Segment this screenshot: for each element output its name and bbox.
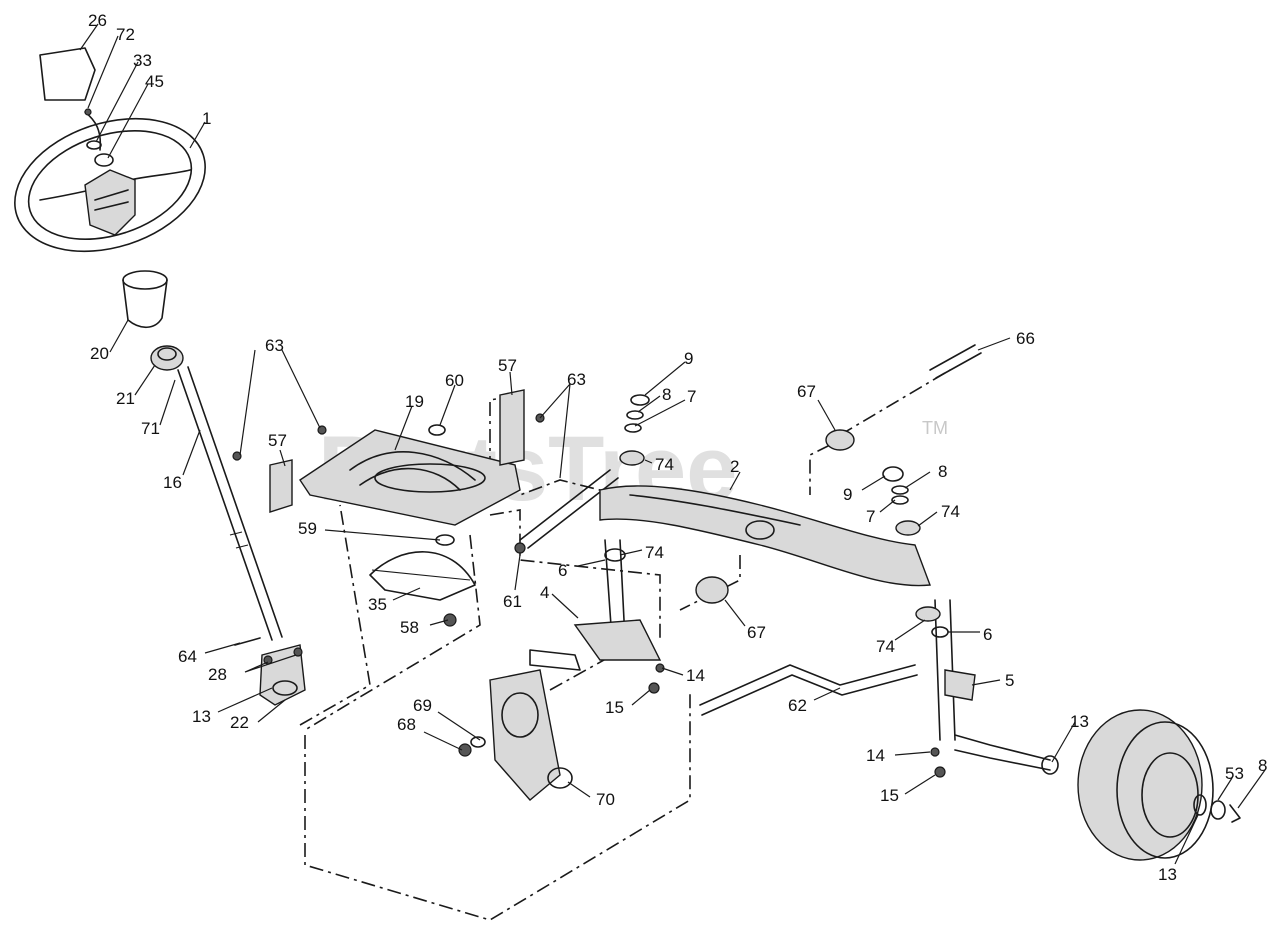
callout-7-upper: 7 — [687, 387, 696, 406]
callout-5: 5 — [1005, 671, 1014, 690]
axle-bushing-upper — [825, 429, 855, 451]
steering-plate — [458, 669, 573, 801]
callout-66: 66 — [1016, 329, 1035, 348]
front-wheel — [1077, 709, 1241, 861]
callouts: 26 72 33 45 1 20 21 71 16 63 57 19 60 57… — [88, 11, 1267, 884]
callout-13-left: 13 — [192, 707, 211, 726]
sector-gear — [369, 551, 476, 601]
column-boot — [122, 270, 168, 329]
callout-70: 70 — [596, 790, 615, 809]
callout-8-right: 8 — [938, 462, 947, 481]
bracket-57-left — [269, 459, 293, 513]
callout-26: 26 — [88, 11, 107, 30]
steering-support-plate — [299, 429, 521, 526]
spindle-washers-right — [882, 466, 1059, 778]
callout-74-lower-right: 74 — [876, 637, 895, 656]
spindle-washers-left — [604, 394, 665, 694]
callout-68: 68 — [397, 715, 416, 734]
callout-59: 59 — [298, 519, 317, 538]
callout-63-left: 63 — [265, 336, 284, 355]
callout-62: 62 — [788, 696, 807, 715]
callout-67-lower: 67 — [747, 623, 766, 642]
callout-71: 71 — [141, 419, 160, 438]
column-bearing — [150, 345, 184, 371]
axle-bolt — [929, 344, 982, 379]
callout-9-lower: 9 — [843, 485, 852, 504]
callout-33: 33 — [133, 51, 152, 70]
tie-rod — [699, 664, 918, 716]
callout-45: 45 — [145, 72, 164, 91]
callout-58: 58 — [400, 618, 419, 637]
leader-lines — [79, 23, 1266, 865]
callout-60: 60 — [445, 371, 464, 390]
callout-8-wheel: 8 — [1258, 756, 1267, 775]
callout-14-left: 14 — [686, 666, 705, 685]
callout-8-upper: 8 — [662, 385, 671, 404]
callout-63-right: 63 — [567, 370, 586, 389]
wheel-fasteners — [84, 108, 114, 167]
axle-bushing-lower — [695, 576, 729, 604]
steering-shaft — [177, 366, 283, 641]
callout-64: 64 — [178, 647, 197, 666]
callout-35: 35 — [368, 595, 387, 614]
callout-67-upper: 67 — [797, 382, 816, 401]
left-spindle — [529, 539, 662, 671]
watermark-trademark: TM — [922, 418, 948, 438]
callout-19: 19 — [405, 392, 424, 411]
callout-57-right: 57 — [498, 356, 517, 375]
steering-cap — [39, 47, 96, 101]
callout-69: 69 — [413, 696, 432, 715]
callout-61: 61 — [503, 592, 522, 611]
bracket-57-right — [499, 389, 525, 466]
callout-57-left: 57 — [268, 431, 287, 450]
callout-4: 4 — [540, 583, 549, 602]
callout-6-right: 6 — [983, 625, 992, 644]
right-spindle — [934, 599, 1051, 771]
callout-13-wheel: 13 — [1158, 865, 1177, 884]
callout-74-upper-left: 74 — [655, 455, 674, 474]
callout-13-hub: 13 — [1070, 712, 1089, 731]
callout-7-lower: 7 — [866, 507, 875, 526]
callout-14-right: 14 — [866, 746, 885, 765]
callout-28: 28 — [208, 665, 227, 684]
front-axle — [599, 485, 931, 587]
callout-20: 20 — [90, 344, 109, 363]
callout-74-right: 74 — [941, 502, 960, 521]
pinion-bracket — [259, 644, 306, 706]
callout-15-left: 15 — [605, 698, 624, 717]
bolts-and-washers-center — [232, 413, 545, 627]
callout-9-upper: 9 — [684, 349, 693, 368]
callout-72: 72 — [116, 25, 135, 44]
callout-21: 21 — [116, 389, 135, 408]
callout-53: 53 — [1225, 764, 1244, 783]
steering-wheel — [14, 111, 206, 253]
callout-22: 22 — [230, 713, 249, 732]
callout-1: 1 — [202, 109, 211, 128]
callout-15-right: 15 — [880, 786, 899, 805]
callout-16: 16 — [163, 473, 182, 492]
callout-74-mid-left: 74 — [645, 543, 664, 562]
callout-6-left: 6 — [558, 561, 567, 580]
callout-2: 2 — [730, 457, 739, 476]
